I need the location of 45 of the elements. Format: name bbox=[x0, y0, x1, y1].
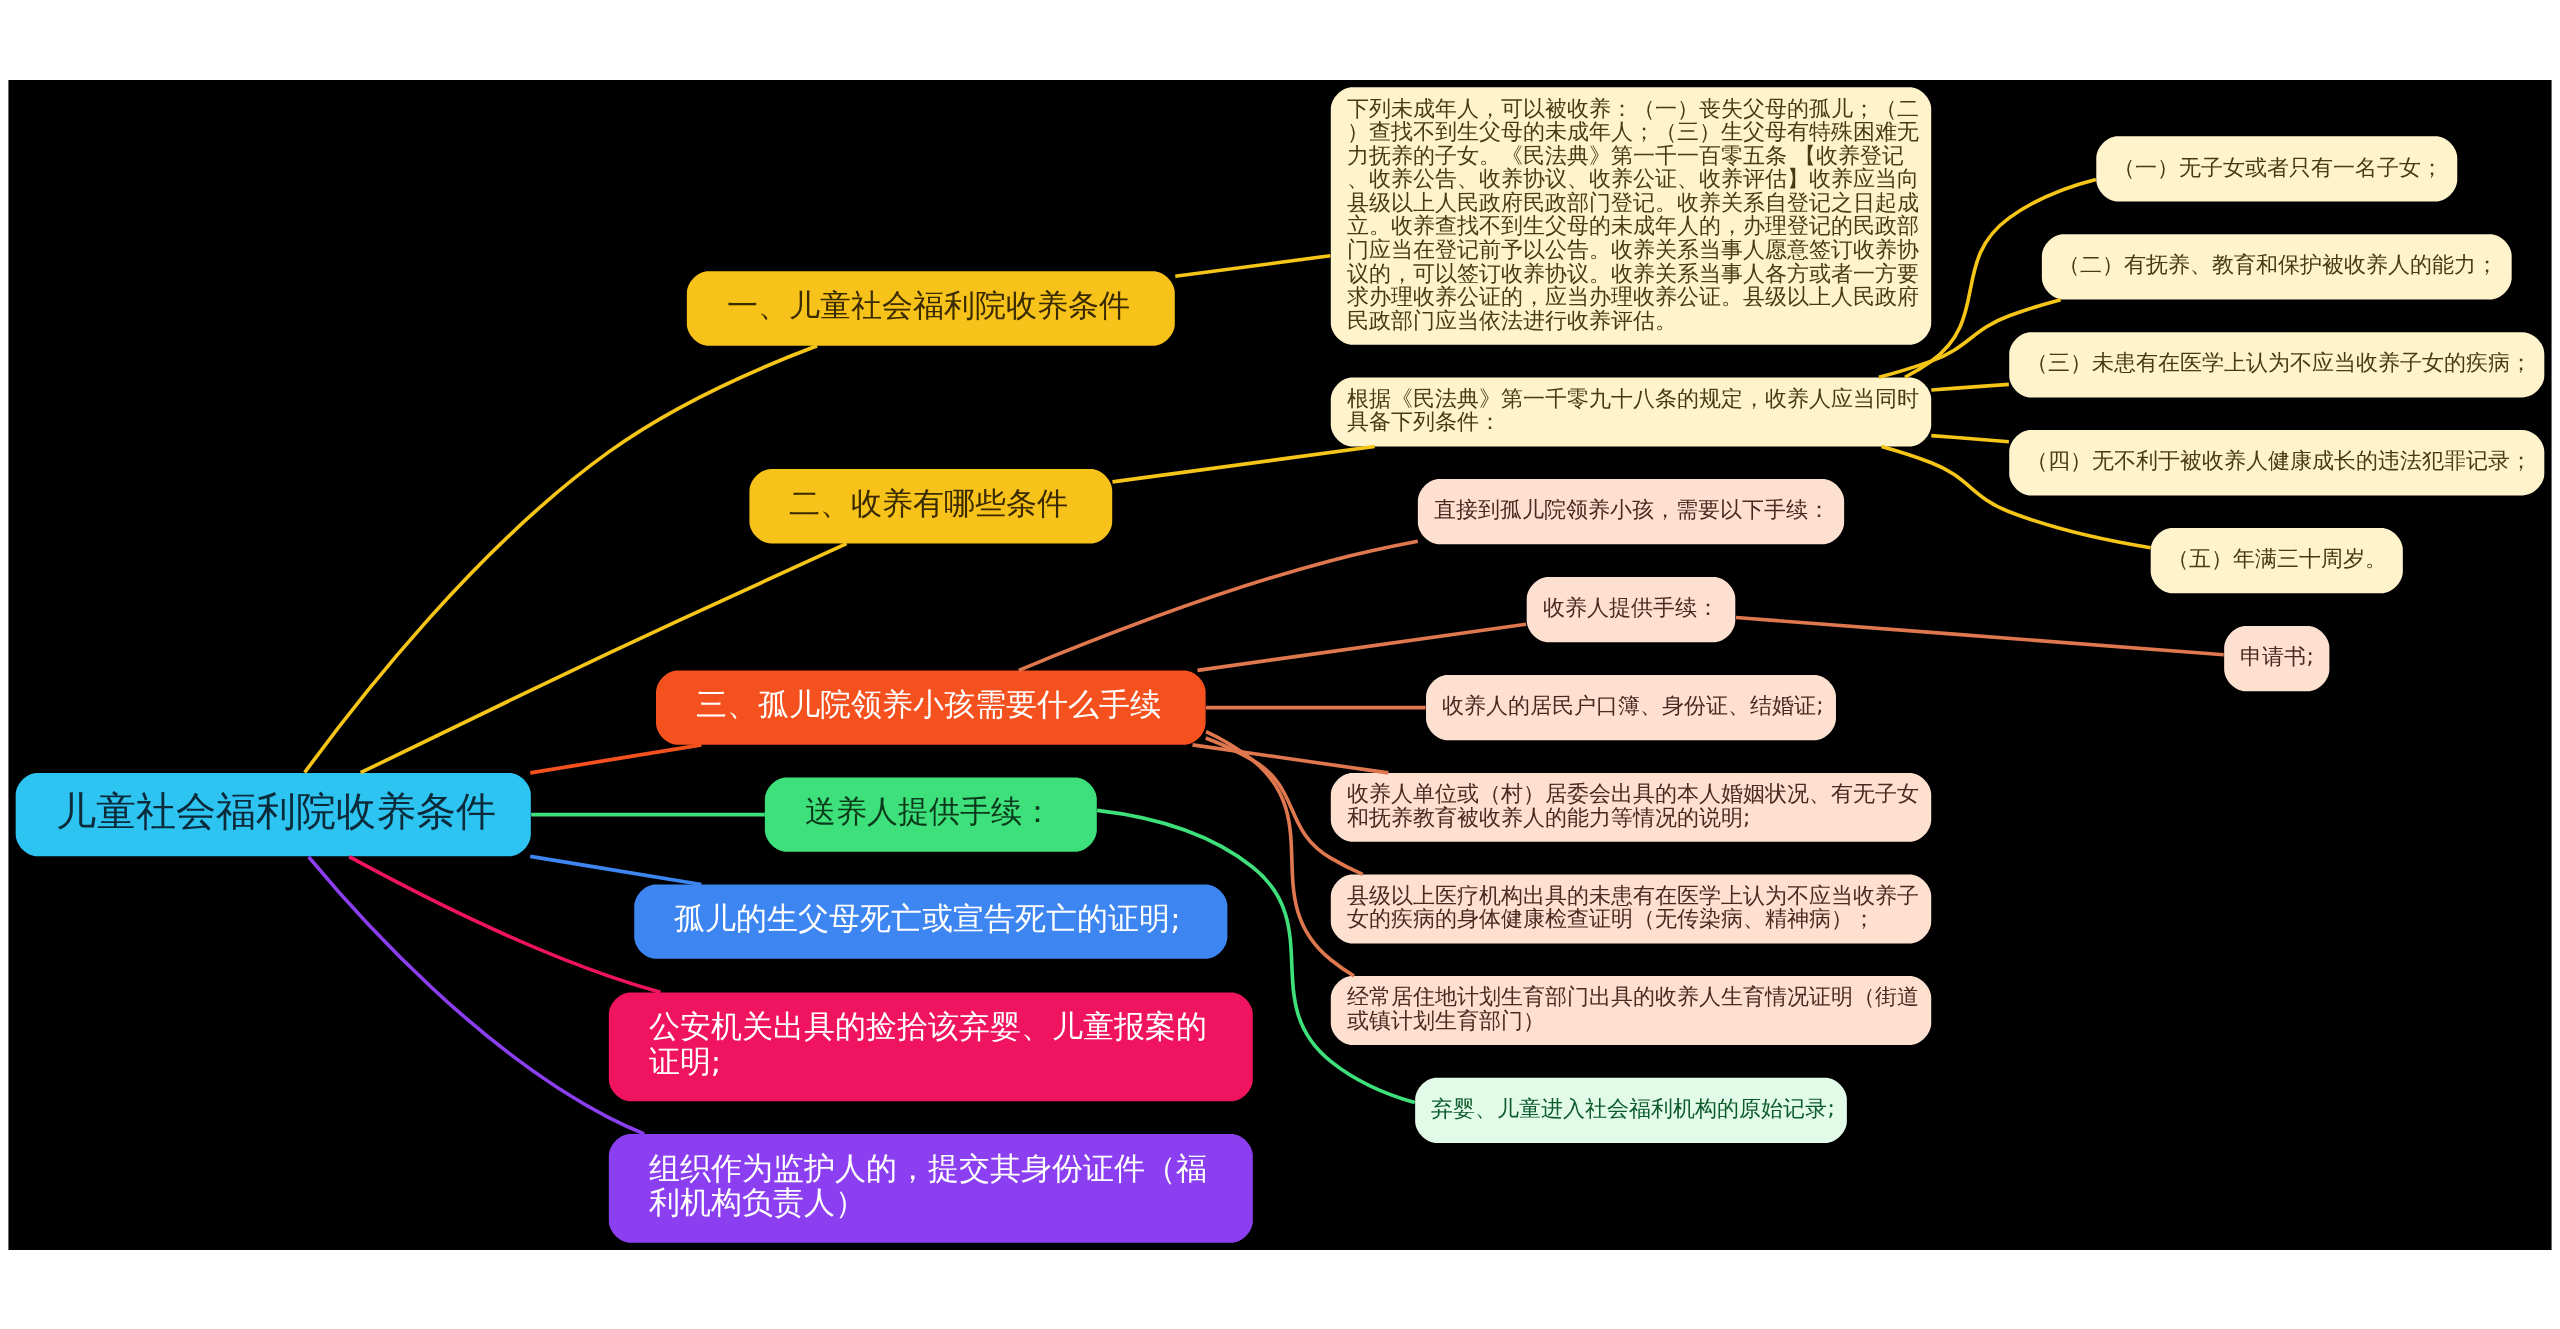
node-box: （二）有抚养、教育和保护被收养人的能力； bbox=[2041, 233, 2512, 299]
node-box: 根据《民法典》第一千零九十八条的规定，收养人应当同时具备下列条件： bbox=[1330, 377, 1932, 446]
connector bbox=[1197, 621, 1527, 672]
node-box: （三）未患有在医学上认为不应当收养子女的疾病； bbox=[2009, 331, 2545, 397]
connector bbox=[1205, 729, 1355, 977]
node-box: 收养人提供手续： bbox=[1526, 576, 1736, 642]
node-box: 经常居住地计划生育部门出具的收养人生育情况证明（街道或镇计划生育部门） bbox=[1330, 975, 1932, 1045]
node-box: 弃婴、儿童进入社会福利机构的原始记录; bbox=[1415, 1077, 1847, 1143]
node-box: 送养人提供手续： bbox=[764, 776, 1097, 852]
connector bbox=[303, 343, 818, 774]
connector bbox=[529, 854, 702, 886]
connector bbox=[307, 855, 645, 1135]
node-box: （四）无不利于被收养人健康成长的违法犯罪记录； bbox=[2009, 429, 2545, 495]
node-box: 申请书; bbox=[2224, 625, 2330, 691]
connector bbox=[348, 854, 661, 994]
connector bbox=[1931, 382, 2009, 392]
node-box: 儿童社会福利院收养条件 bbox=[15, 772, 531, 856]
connector bbox=[1175, 253, 1331, 278]
node-box: 二、收养有哪些条件 bbox=[749, 468, 1113, 543]
node-box: 组织作为监护人的，提交其身份证件（福利机构负责人） bbox=[608, 1133, 1253, 1243]
connector bbox=[1112, 444, 1375, 484]
connector bbox=[529, 742, 702, 775]
connector bbox=[359, 541, 848, 774]
connector bbox=[1096, 808, 1416, 1104]
node-box: 收养人单位或（村）居委会出具的本人婚姻状况、有无子女和抚养教育被收养人的能力等情况的说明; bbox=[1330, 772, 1932, 842]
node-box: 三、孤儿院领养小孩需要什么手续 bbox=[656, 669, 1206, 745]
node-box: 公安机关出具的捡拾该弃婴、儿童报案的证明; bbox=[608, 991, 1253, 1101]
connector bbox=[1878, 297, 2062, 379]
node-box: 一、儿童社会福利院收养条件 bbox=[686, 270, 1175, 346]
connector bbox=[1018, 538, 1419, 672]
node-box: 下列未成年人，可以被收养：（一）丧失父母的孤儿；（二）查找不到生父母的未成年人；（三）生父母有特殊困难无力抚养的子女。《民法典》第一千一百零五条 【收养登记、收养公告、收养协议、收养公证、收养评估】收养应当向县级以上人民政府民政部门登记。收养关系自登记之日起成立。收养查找不到生父母的未成年人的，办理登记的民政部门应当在登记前予以公告。收养关系当事人愿意签订收养协议的，可以签订收养协议。收养关系当事人各方或者一方要求办理收养公证的，应当办理收养公证。县级以上人民政府民政部门应当依法进行收养评估。 bbox=[1330, 86, 1932, 345]
node-box: 孤儿的生父母死亡或宣告死亡的证明; bbox=[634, 884, 1228, 959]
connector bbox=[1735, 615, 2224, 657]
connector bbox=[1881, 444, 2151, 549]
connector bbox=[1192, 742, 1389, 775]
connector bbox=[1205, 705, 1426, 709]
connector bbox=[1904, 177, 2097, 379]
connector bbox=[1931, 433, 2009, 443]
connector bbox=[1205, 735, 1364, 876]
node-box: （五）年满三十周岁。 bbox=[2150, 527, 2403, 593]
connector bbox=[531, 812, 765, 816]
node-box: （一）无子女或者只有一名子女； bbox=[2096, 135, 2458, 202]
node-box: 直接到孤儿院领养小孩，需要以下手续： bbox=[1417, 478, 1845, 544]
node-box: 收养人的居民户口簿、身份证、结婚证; bbox=[1426, 674, 1836, 740]
node-box: 县级以上医疗机构出具的未患有在医学上认为不应当收养子女的疾病的身体健康检查证明（无传染病、精神病）； bbox=[1330, 874, 1932, 943]
